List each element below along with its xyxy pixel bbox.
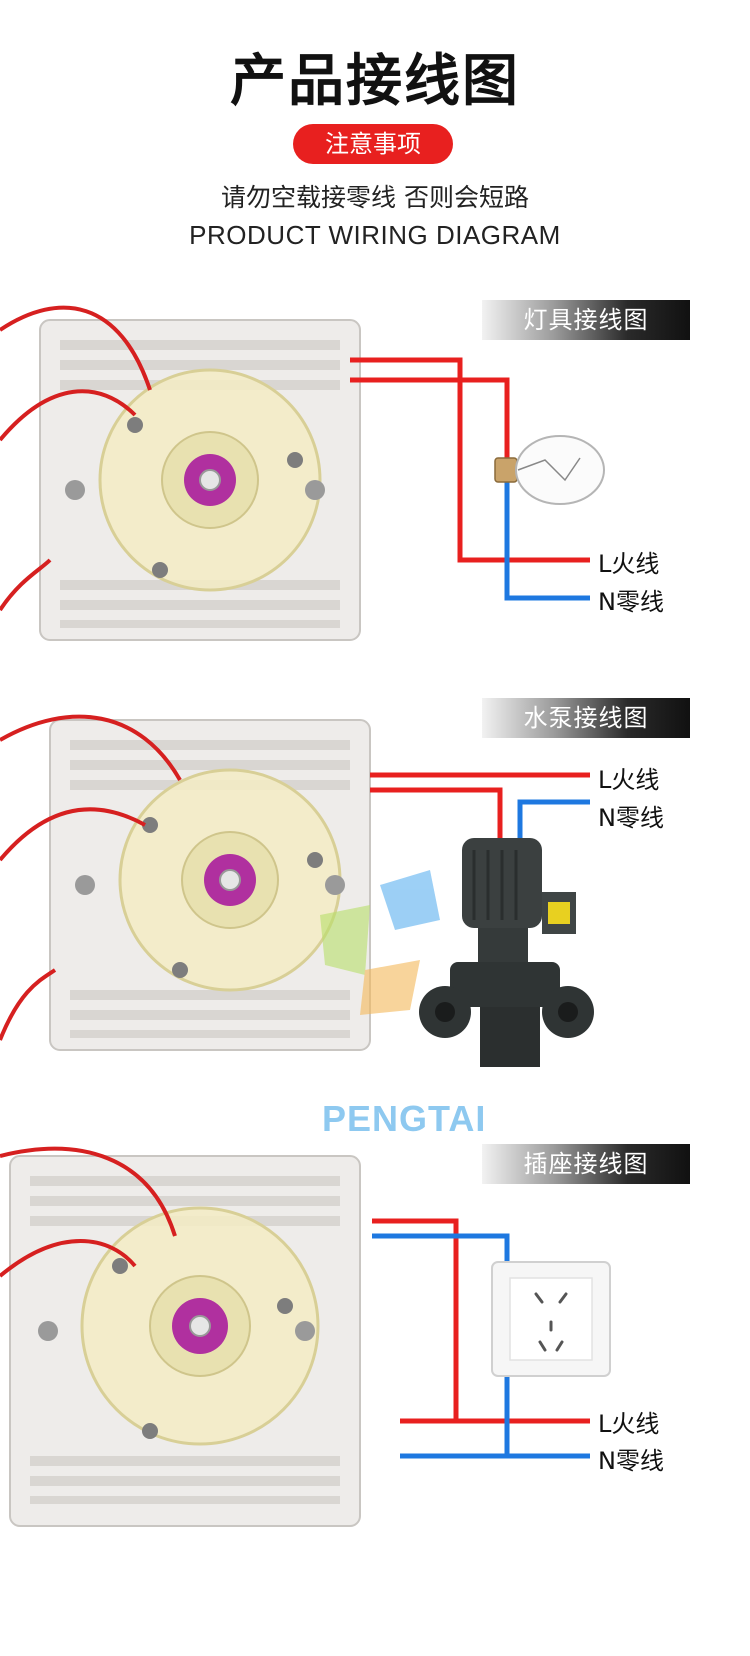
neutral-wire-label: N零线 (598, 588, 664, 616)
light-wiring-title: 灯具接线图 (482, 300, 690, 340)
timer-switch-image (39, 319, 361, 641)
warning-text: 请勿空载接零线 否则会短路 (221, 183, 529, 212)
socket-wiring-panel: 插座接线图 L火线 N零线 (0, 1136, 750, 1556)
timer-switch-image (9, 1155, 361, 1527)
socket-wiring-title: 插座接线图 (482, 1144, 690, 1184)
light-wiring-illustration (0, 305, 605, 641)
timer-switch-image (49, 719, 371, 1051)
live-wire-label: L火线 (598, 766, 660, 794)
socket-wiring-illustration (0, 1146, 611, 1527)
pump-wiring-title: 水泵接线图 (482, 698, 690, 738)
brand-watermark: PENGTAI (322, 1098, 487, 1139)
pengtai-logo-icon (320, 870, 440, 1015)
wall-socket-icon (491, 1261, 611, 1377)
live-wire-label: L火线 (598, 1410, 660, 1438)
notice-badge: 注意事项 (293, 124, 453, 164)
light-bulb-icon (494, 435, 605, 505)
live-wire-label: L火线 (598, 550, 660, 578)
pump-wiring-panel: 水泵接线图 L火线 N零线 (0, 690, 750, 1110)
light-wiring-panel: 灯具接线图 L火线 N零线 (0, 290, 750, 710)
water-pump-icon (419, 838, 594, 1067)
pump-wiring-illustration (0, 714, 594, 1067)
page-title: 产品接线图 (230, 49, 520, 114)
neutral-wire-label: N零线 (598, 1447, 664, 1475)
page-subtitle: PRODUCT WIRING DIAGRAM (189, 220, 561, 250)
neutral-wire-label: N零线 (598, 804, 664, 832)
